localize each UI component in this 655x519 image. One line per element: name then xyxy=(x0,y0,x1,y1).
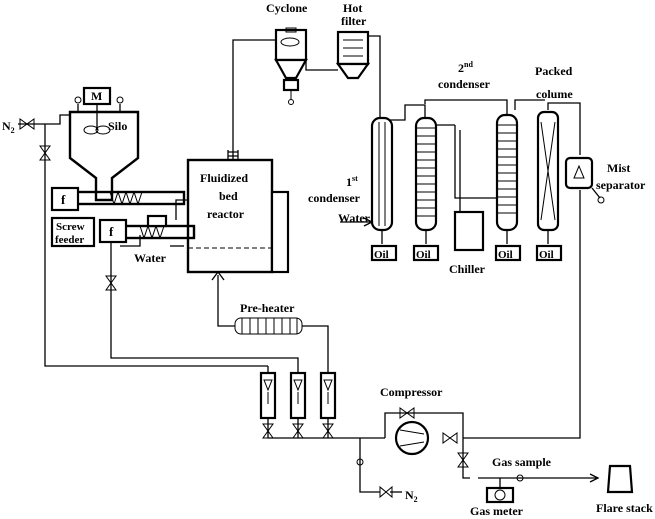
n2-top-valve-icon xyxy=(19,118,35,130)
flare-stack xyxy=(606,464,634,494)
feeder-motor-lower-label: f xyxy=(109,224,114,239)
compressor-icon xyxy=(394,420,430,456)
chiller-label: Chiller xyxy=(449,262,486,276)
first-condenser xyxy=(370,116,394,244)
hot-filter xyxy=(335,30,371,80)
second-condenser xyxy=(414,116,438,244)
screw-feeder-lower xyxy=(118,214,196,240)
recycle-valve-icon xyxy=(105,275,117,291)
packed-column-label: Packed xyxy=(535,64,573,78)
gas-meter xyxy=(485,486,515,504)
fluidized-bed-reactor xyxy=(175,150,290,274)
reactor-label: Fluidized xyxy=(200,171,248,185)
compressor-out-valve-icon xyxy=(442,432,458,444)
pre-heater xyxy=(211,270,303,335)
rotameter-valves-icon xyxy=(262,423,334,439)
feeder-motor-lower xyxy=(98,218,128,244)
flare-arrow-icon xyxy=(589,473,600,483)
n2-bottom-valve-icon xyxy=(379,485,393,499)
feeder-motor-upper xyxy=(50,186,80,212)
water-feeder-label: Water xyxy=(134,251,167,265)
mist-separator-label: Mist xyxy=(607,161,630,175)
rotameters xyxy=(259,371,337,420)
chiller xyxy=(453,210,485,252)
oil-label-1: Oil xyxy=(374,249,389,261)
cyclone-label: Cyclone xyxy=(266,1,308,15)
reactor-label-2: bed xyxy=(219,189,238,203)
oil-label-3: Oil xyxy=(498,249,513,261)
packed-column-label-2: colume xyxy=(536,87,573,101)
silo-label: Silo xyxy=(108,119,127,133)
screw-feeder-label-2: feeder xyxy=(55,234,84,246)
n2-branch-valve-icon xyxy=(39,145,51,161)
second-condenser-label: condenser xyxy=(438,77,491,91)
water-arrow-icon xyxy=(363,217,374,227)
first-condenser-label: condenser xyxy=(308,191,361,205)
silo xyxy=(68,86,140,202)
third-condenser xyxy=(495,113,519,244)
compressor-label: Compressor xyxy=(380,385,443,399)
n2-bottom-check-icon xyxy=(356,458,364,466)
gas-sample-port-icon xyxy=(516,474,524,482)
second-condenser-num: 2nd xyxy=(458,60,473,75)
flare-stack-label: Flare stack xyxy=(596,501,653,515)
oil-label-4: Oil xyxy=(539,249,554,261)
compressor-bypass-valve-icon xyxy=(399,407,415,419)
oil-vessels xyxy=(370,244,563,262)
screw-feeder-box xyxy=(50,216,96,248)
oil-label-2: Oil xyxy=(416,249,431,261)
gas-meter-label: Gas meter xyxy=(470,504,524,518)
feeder-motor-upper-label: f xyxy=(61,192,66,207)
cyclone xyxy=(274,27,308,105)
screw-feeder-upper xyxy=(70,190,186,206)
n2-top-label: N2 xyxy=(2,119,15,135)
n2-bottom-label: N2 xyxy=(405,488,418,504)
reactor-label-3: reactor xyxy=(207,207,245,221)
motor-label: M xyxy=(91,89,102,103)
mist-separator-label-2: separator xyxy=(596,178,646,192)
gas-sample-label: Gas sample xyxy=(492,455,552,469)
gas-line-valve-icon xyxy=(457,452,469,468)
hot-filter-label: Hot xyxy=(343,1,362,15)
hot-filter-label-2: filter xyxy=(341,14,367,28)
mist-separator xyxy=(564,156,605,204)
screw-feeder-label: Screw xyxy=(56,221,85,233)
water-condenser-label: Water xyxy=(338,211,371,225)
packed-column xyxy=(536,110,560,244)
pre-heater-label: Pre-heater xyxy=(240,301,295,315)
first-condenser-num: 1st xyxy=(346,174,358,189)
